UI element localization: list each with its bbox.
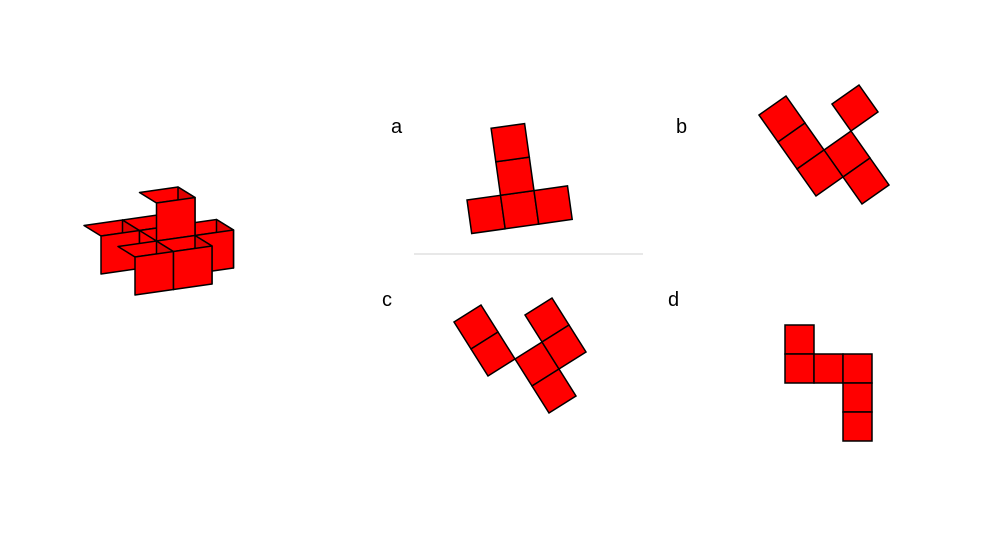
net-a-square bbox=[499, 189, 540, 230]
option-label-d: d bbox=[668, 289, 679, 311]
option-label-c: c bbox=[382, 289, 392, 311]
net-d-square bbox=[842, 353, 873, 384]
option-label-a: a bbox=[391, 116, 403, 138]
net-c-square bbox=[530, 367, 578, 415]
option-label-b: b bbox=[676, 116, 687, 138]
cube-assembly-3d bbox=[83, 186, 235, 296]
cube-face bbox=[172, 245, 213, 291]
net-a-square bbox=[533, 185, 574, 225]
net-d-square bbox=[842, 411, 873, 442]
net-d-square bbox=[813, 353, 844, 384]
net-d-square bbox=[784, 324, 815, 355]
net-a-square bbox=[466, 194, 507, 235]
net-a-square bbox=[494, 156, 535, 197]
net-b-square bbox=[830, 83, 880, 133]
cube-face bbox=[134, 250, 175, 296]
net-b-square bbox=[841, 156, 891, 206]
net-c-square bbox=[540, 323, 588, 371]
option-net-b[interactable] bbox=[757, 83, 891, 206]
net-d-square bbox=[842, 382, 873, 413]
option-net-a[interactable] bbox=[466, 122, 574, 235]
cube-face bbox=[155, 196, 196, 242]
option-net-d[interactable] bbox=[784, 324, 873, 442]
net-a-square bbox=[490, 122, 531, 163]
net-d-square bbox=[784, 353, 815, 384]
option-net-c[interactable] bbox=[452, 296, 588, 415]
